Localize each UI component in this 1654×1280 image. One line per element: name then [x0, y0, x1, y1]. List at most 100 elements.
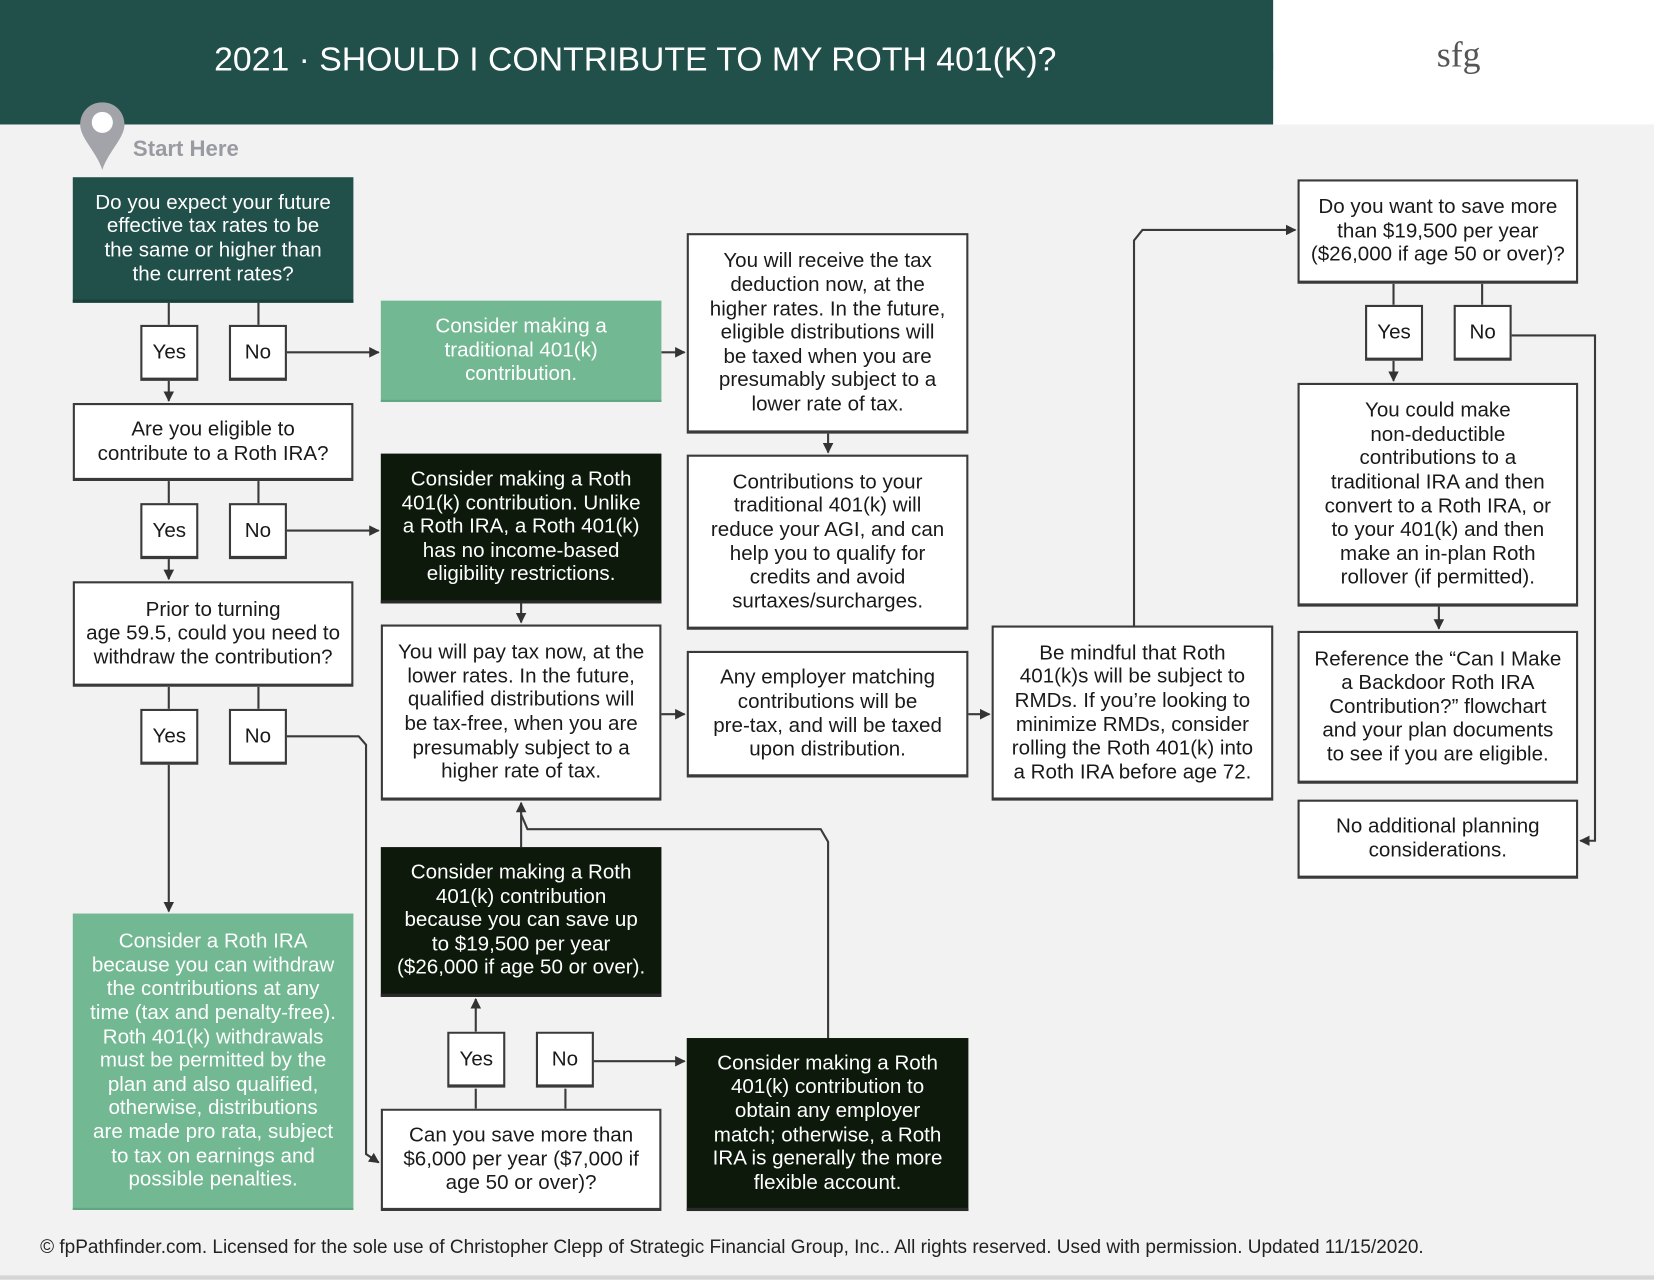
node-text-line: to see if you are eligible.	[1326, 742, 1549, 766]
no-button[interactable]: No	[1453, 304, 1512, 361]
connector	[520, 813, 830, 1039]
node-text-line: deduction now, at the	[730, 273, 925, 297]
footer-divider	[0, 1275, 1654, 1280]
no-button[interactable]: No	[228, 708, 287, 765]
node-text-line: age 50 or over)?	[445, 1171, 597, 1195]
yes-button[interactable]: Yes	[140, 708, 199, 765]
node-text-line: rollover (if permitted).	[1340, 565, 1535, 589]
connector	[286, 735, 380, 1164]
node-text-line: eligibility restrictions.	[426, 562, 616, 586]
node-text-line: traditional 401(k)	[444, 338, 598, 362]
node-text-line: make an in-plan Roth	[1340, 541, 1536, 566]
node-text-line: Prior to turning	[145, 597, 281, 621]
node-text-line: time (tax and penalty-free).	[90, 1001, 337, 1025]
node-text-line: pre-tax, and will be taxed	[713, 713, 942, 737]
node-text-line: Consider making a Roth	[410, 467, 632, 491]
node-text-line: obtain any employer	[734, 1099, 921, 1123]
node-text-line: help you to qualify for	[729, 541, 926, 565]
node-text-line: contribution.	[465, 362, 578, 386]
node-text-line: higher rates. In the future,	[709, 297, 946, 321]
node-text-line: because you can save up	[404, 908, 638, 932]
node-text-line: to your 401(k) and then	[1331, 518, 1545, 542]
node-text-line: ($26,000 if age 50 or over)?	[1310, 242, 1565, 267]
node-text-line: age 59.5, could you need to	[86, 621, 341, 645]
node-text-line: reduce your AGI, and can	[710, 517, 945, 542]
node-text-line: Roth 401(k) withdrawals	[102, 1024, 324, 1049]
node-text-line: otherwise, distributions	[108, 1096, 318, 1120]
yes-button[interactable]: Yes	[140, 503, 199, 560]
node-text-line: the current rates?	[132, 262, 294, 286]
node-text-line: convert to a Roth IRA, or	[1324, 494, 1552, 518]
node-text-line: RMDs. If you’re looking to	[1014, 688, 1251, 712]
no-button[interactable]: No	[535, 1031, 594, 1088]
node-text-line: withdraw the contribution?	[93, 645, 333, 669]
sfg-logo: sfg	[1436, 35, 1481, 75]
node-text-line: non-deductible	[1370, 422, 1506, 446]
node-text-line: higher rate of tax.	[441, 759, 602, 783]
header-bar: 2021 · SHOULD I CONTRIBUTE TO MY ROTH 40…	[0, 0, 1274, 125]
node-text-line: a Backdoor Roth IRA	[1341, 671, 1535, 695]
node-text-line: contributions to a	[1359, 446, 1517, 470]
node-text-line: Do you want to save more	[1318, 195, 1558, 219]
node-text-line: 401(k) contribution to	[730, 1075, 925, 1099]
node-text-line: plan and also qualified,	[107, 1072, 319, 1096]
node-text-line: traditional IRA and then	[1330, 470, 1545, 494]
node-text-line: considerations.	[1368, 838, 1508, 862]
node-text-line: Consider making a Roth	[410, 860, 632, 885]
node-text-line: because you can withdraw	[91, 953, 335, 977]
node-text-line: Are you eligible to	[131, 417, 295, 441]
page-title: 2021 · SHOULD I CONTRIBUTE TO MY ROTH 40…	[214, 40, 1057, 79]
connector	[1132, 224, 1297, 626]
node-text-line: No additional planning	[1336, 814, 1540, 839]
node-text-line: IRA is generally the more	[712, 1146, 943, 1170]
node-text-line: effective tax rates to be	[106, 214, 320, 238]
node-text-line: You will receive the tax	[723, 249, 932, 273]
node-text-line: lower rates. In the future,	[407, 664, 635, 688]
node-save-more-6000-question: Can you save more than$6,000 per year ($…	[380, 1108, 662, 1212]
node-text-line: contributions will be	[737, 689, 918, 714]
node-text-line: Contributions to your	[732, 470, 923, 494]
node-text-line: Can you save more than	[409, 1123, 634, 1147]
node-text-line: the contributions at any	[106, 977, 320, 1001]
node-text-line: surtaxes/surcharges.	[732, 589, 924, 613]
node-text-line: You could make	[1365, 398, 1511, 423]
node-text-line: minimize RMDs, consider	[1015, 712, 1250, 736]
node-text-line: credits and avoid	[749, 565, 906, 589]
no-button[interactable]: No	[228, 324, 287, 381]
yes-button[interactable]: Yes	[1365, 304, 1424, 361]
node-text-line: be taxed when you are	[723, 344, 932, 368]
node-text-line: 401(k) contribution. Unlike	[401, 491, 641, 515]
node-text-line: match; otherwise, a Roth	[713, 1122, 942, 1147]
node-text-line: possible penalties.	[128, 1167, 298, 1192]
node-text-line: 401(k)s will be subject to	[1019, 664, 1246, 689]
node-text-line: Contribution?” flowchart	[1329, 694, 1547, 719]
node-text-line: flexible account.	[753, 1170, 902, 1194]
node-text-line: a Roth IRA before age 72.	[1013, 760, 1252, 784]
node-text-line: traditional 401(k) will	[733, 494, 922, 518]
map-pin-icon	[80, 102, 125, 170]
yes-button[interactable]: Yes	[447, 1031, 506, 1088]
yes-button[interactable]: Yes	[140, 324, 199, 381]
node-text-line: the same or higher than	[104, 238, 322, 262]
node-text-line: 401(k) contribution	[435, 884, 607, 908]
logo-area	[1273, 0, 1654, 125]
node-text-line: qualified distributions will	[407, 688, 635, 712]
no-button[interactable]: No	[228, 503, 287, 560]
node-text-line: and your plan documents	[1322, 718, 1554, 742]
node-text-line: Do you expect your future	[95, 190, 331, 214]
